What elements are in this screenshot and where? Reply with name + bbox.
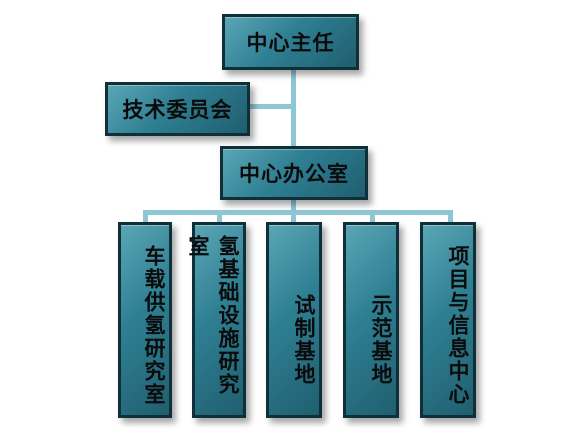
drop-2 [217,210,222,224]
department-box-1: 车载供氢研究室 [118,222,172,418]
department-box-3: 试制基地 [266,222,322,418]
department-label-4: 示范基地 [369,294,393,386]
drop-3 [291,210,296,224]
director-label: 中心主任 [246,31,335,55]
office-label: 中心办公室 [239,162,349,186]
department-box-5: 项目与信息中心 [420,222,476,418]
trunk-office-bus [291,200,296,212]
drop-4 [370,210,375,224]
tech-committee-box: 技术委员会 [105,82,250,136]
office-box: 中心办公室 [220,146,368,200]
director-box: 中心主任 [222,14,359,70]
department-bus [143,210,453,215]
department-box-2: 氢基础设施研究室 [186,222,246,418]
department-label-5: 项目与信息中心 [446,244,470,406]
drop-5 [448,210,453,224]
department-label-2: 氢基础设施研究室 [186,235,240,396]
committee-branch [248,104,294,109]
drop-1 [143,210,148,224]
department-label-1: 车载供氢研究室 [142,244,166,406]
department-box-4: 示范基地 [343,222,399,418]
department-label-3: 试制基地 [292,294,316,386]
tech-committee-label: 技术委员会 [122,98,233,122]
